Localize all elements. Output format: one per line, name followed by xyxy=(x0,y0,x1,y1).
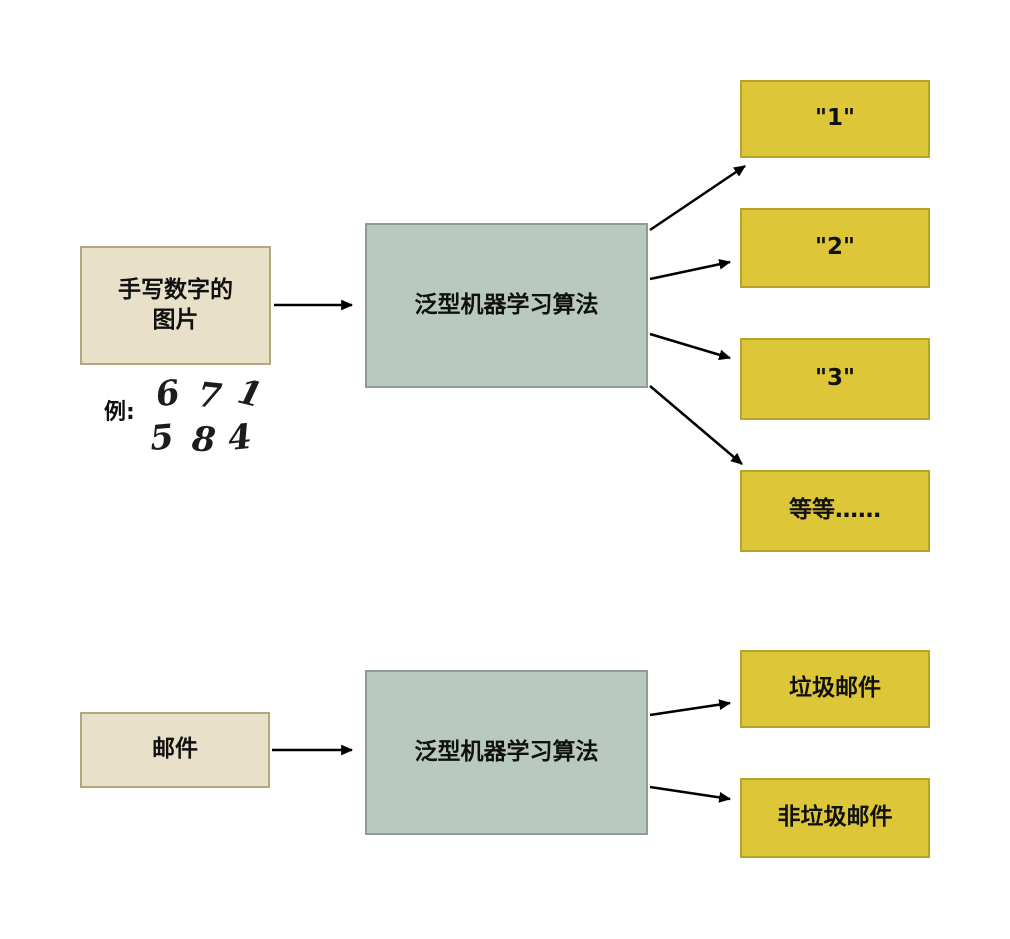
arrow-algorithm-to-output-3 xyxy=(649,332,732,361)
arrow-algorithm-to-output-2 xyxy=(649,258,732,281)
output-box-3: "3" xyxy=(740,338,930,420)
input-box-email-label: 邮件 xyxy=(152,736,198,763)
handwritten-example: 例: 6 7 1 5 8 4 xyxy=(104,372,304,482)
output-box-etc: 等等…… xyxy=(740,470,930,552)
arrow-algorithm-to-spam xyxy=(649,699,732,717)
input-box-handwritten-digits: 手写数字的 图片 xyxy=(80,246,271,365)
handwritten-digit-8: 8 xyxy=(190,419,218,461)
output-box-not-spam-label: 非垃圾邮件 xyxy=(777,804,893,831)
example-label: 例: xyxy=(104,400,135,425)
handwritten-digit-5: 5 xyxy=(148,417,176,459)
output-box-etc-label: 等等…… xyxy=(789,497,881,524)
algorithm-box-bottom: 泛型机器学习算法 xyxy=(365,670,648,835)
handwritten-digit-1: 1 xyxy=(233,371,267,417)
output-box-2: "2" xyxy=(740,208,930,288)
output-box-1: "1" xyxy=(740,80,930,158)
handwritten-digit-6: 6 xyxy=(153,372,183,416)
handwritten-digit-4: 4 xyxy=(225,416,254,460)
output-box-1-label: "1" xyxy=(815,105,855,132)
output-box-2-label: "2" xyxy=(815,234,855,261)
arrow-algorithm-to-not-spam xyxy=(649,785,732,803)
arrow-algorithm-to-output-1 xyxy=(649,164,746,232)
algorithm-box-bottom-label: 泛型机器学习算法 xyxy=(414,738,599,765)
output-box-spam-label: 垃圾邮件 xyxy=(789,675,881,702)
input-box-label-line2: 图片 xyxy=(152,306,199,333)
algorithm-box-top: 泛型机器学习算法 xyxy=(365,223,648,388)
arrow-algorithm-to-output-etc xyxy=(649,385,743,465)
output-box-not-spam: 非垃圾邮件 xyxy=(740,778,930,858)
handwritten-digit-7: 7 xyxy=(195,374,224,418)
output-box-spam: 垃圾邮件 xyxy=(740,650,930,728)
input-box-label-line1: 手写数字的 xyxy=(118,276,233,303)
output-box-3-label: "3" xyxy=(815,365,855,392)
algorithm-box-top-label: 泛型机器学习算法 xyxy=(414,291,599,318)
input-box-email: 邮件 xyxy=(80,712,270,788)
